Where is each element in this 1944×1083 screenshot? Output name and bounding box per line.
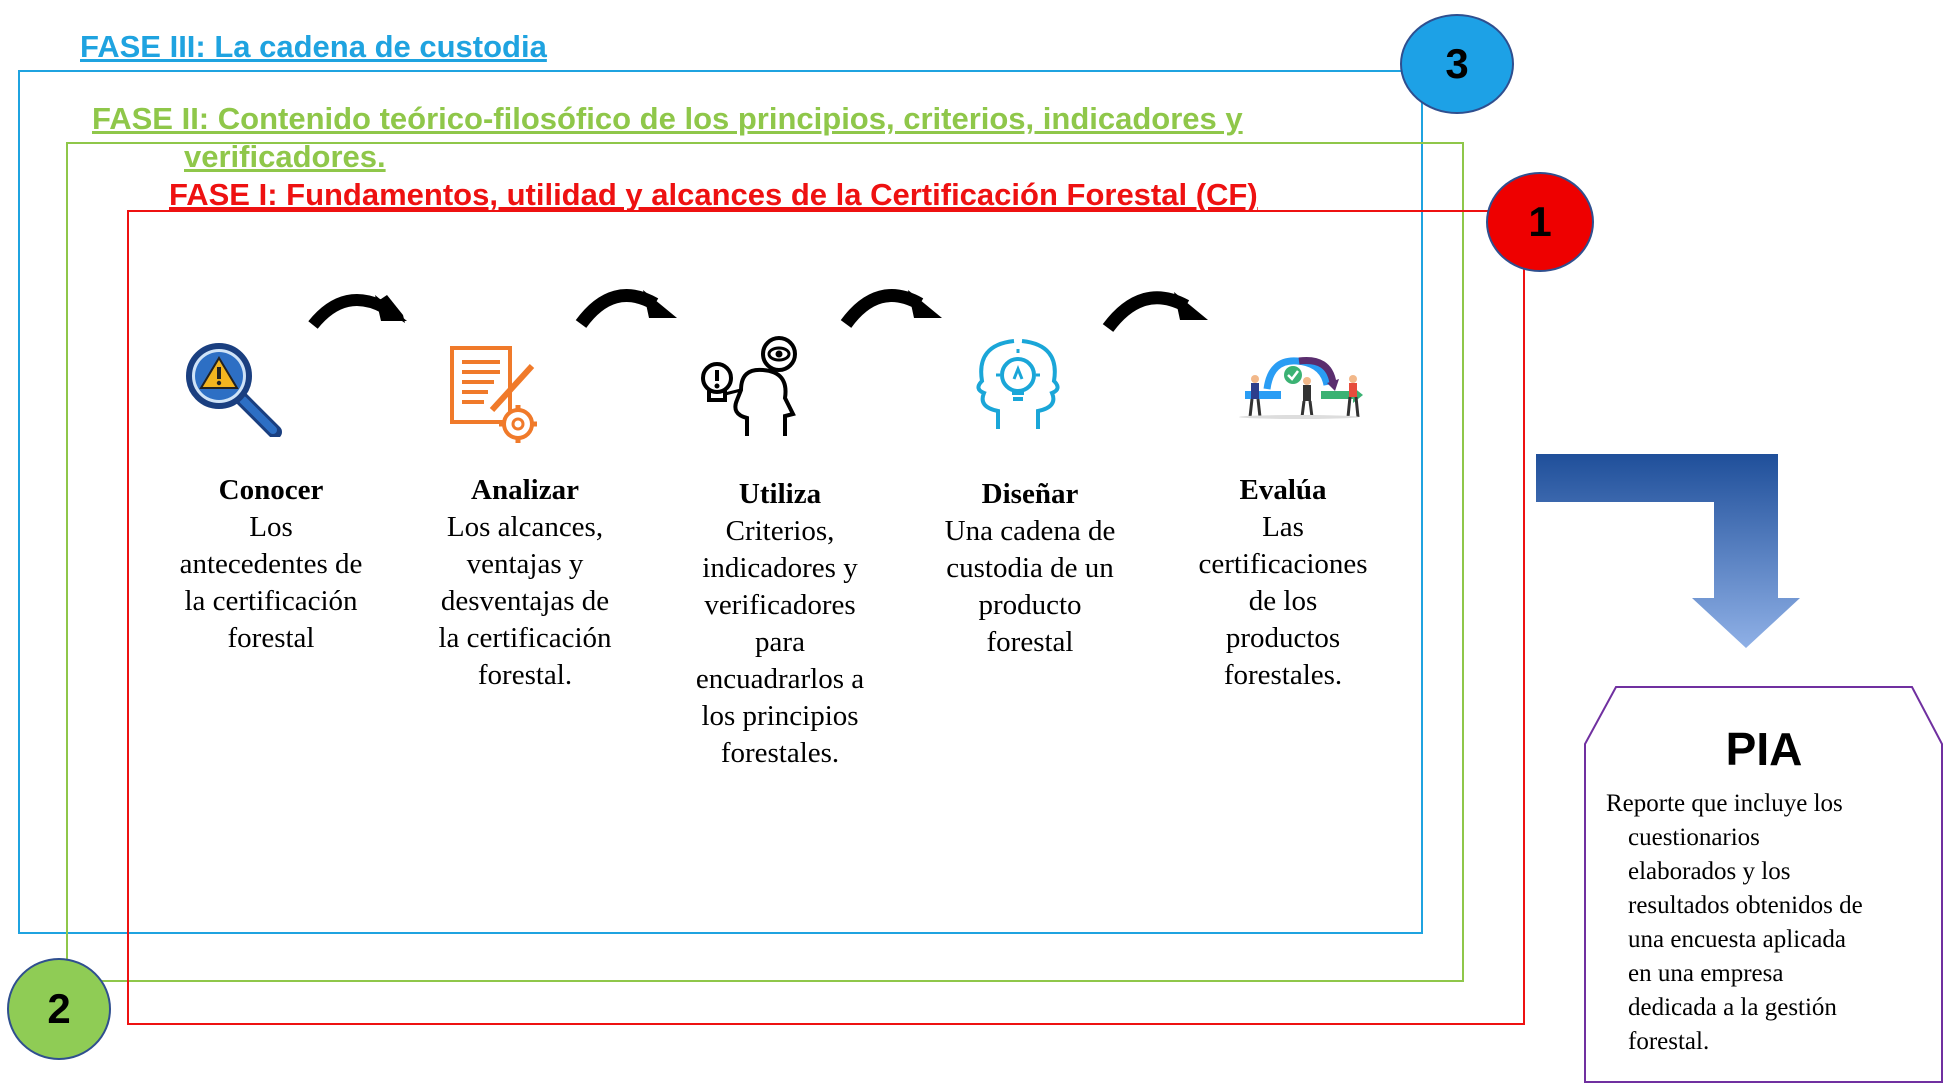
pia-text-line: resultados obtenidos de	[1628, 892, 1863, 919]
step-desc-line: Criterios,	[725, 515, 835, 547]
step-title: Diseñar	[981, 478, 1079, 510]
step-analizar: Analizar Los alcances, ventajas y desven…	[415, 472, 635, 694]
step-disenar: Diseñar Una cadena de custodia de un pro…	[925, 476, 1135, 661]
magnifier-warning-icon	[186, 343, 282, 437]
phase1-title: FASE I: Fundamentos, utilidad y alcances…	[169, 177, 1258, 212]
phase3-frame	[18, 70, 1423, 934]
step-title: Utiliza	[738, 478, 822, 510]
step-desc-line: Los alcances,	[446, 511, 604, 543]
curved-arrow-icon	[575, 289, 677, 328]
curved-arrow-icon	[1102, 291, 1208, 333]
heads-lightbulb-icon	[976, 339, 1060, 429]
phase2-title-cont: verificadores.	[184, 139, 386, 174]
step-desc-line: producto	[978, 589, 1082, 621]
step-desc-line: verificadores	[704, 589, 856, 621]
pia-text-line: elaborados y los	[1628, 858, 1791, 885]
phase2-title: FASE II: Contenido teórico-filosófico de…	[92, 100, 1243, 138]
phase2-frame	[66, 142, 1464, 982]
curved-arrow-icon	[308, 294, 407, 329]
phase2-title-line1: FASE II: Contenido teórico-filosófico de…	[92, 101, 1243, 136]
phase1-frame	[127, 210, 1525, 1025]
step-desc-line: la certificación	[184, 585, 358, 617]
step-desc-line: certificaciones	[1198, 548, 1368, 580]
pia-text-line: cuestionarios	[1628, 824, 1760, 851]
step-desc-line: Una cadena de	[944, 515, 1116, 547]
team-cycle-icon	[1239, 356, 1363, 419]
step-desc-line: forestal.	[477, 659, 573, 691]
phase3-title: FASE III: La cadena de custodia	[80, 29, 547, 64]
step-desc-line: la certificación	[438, 622, 612, 654]
step-desc-line: los principios	[701, 700, 859, 732]
step-desc-line: para	[755, 626, 805, 658]
pia-text-line: forestal.	[1628, 1028, 1710, 1055]
phase3-badge: 3	[1400, 14, 1514, 114]
step-utiliza: Utiliza Criterios, indicadores y verific…	[675, 476, 885, 772]
step-desc-line: Las	[1262, 511, 1304, 543]
step-desc-line: forestal	[227, 622, 315, 654]
step-desc-line: custodia de un	[946, 552, 1114, 584]
step-desc-line: productos	[1225, 622, 1341, 654]
bent-down-arrow-icon	[1536, 454, 1800, 648]
pia-text-line: una encuesta aplicada	[1628, 926, 1846, 953]
step-desc-line: forestales.	[1223, 659, 1343, 691]
step-desc-line: desventajas de	[440, 585, 610, 617]
step-desc-line: ventajas y	[466, 548, 584, 580]
step-conocer: Conocer Los antecedentes de la certifica…	[166, 472, 376, 657]
step-desc-line: forestales.	[720, 737, 840, 769]
step-desc-line: encuadrarlos a	[695, 663, 865, 695]
step-desc-line: antecedentes de	[179, 548, 363, 580]
step-desc-line: de los	[1248, 585, 1318, 617]
step-desc-line: indicadores y	[702, 552, 858, 584]
pia-description: Reporte que incluye los cuestionarios el…	[1606, 787, 1936, 1059]
pia-text-line: Reporte que incluye los	[1606, 790, 1843, 817]
step-title: Evalúa	[1239, 474, 1327, 506]
phase1-badge: 1	[1486, 172, 1594, 272]
head-eye-bulb-icon	[701, 336, 797, 436]
pia-title: PIA	[1725, 723, 1803, 775]
curved-arrow-icon	[840, 289, 942, 328]
step-desc-line: Los	[249, 511, 293, 543]
pia-text-line: en una empresa	[1628, 960, 1784, 987]
phase2-badge: 2	[7, 958, 111, 1060]
step-title: Analizar	[471, 474, 579, 506]
step-evalua: Evalúa Las certificaciones de los produc…	[1178, 472, 1388, 694]
step-title: Conocer	[218, 474, 324, 506]
pia-text-line: dedicada a la gestión	[1628, 994, 1837, 1021]
document-gear-icon	[450, 346, 537, 443]
step-desc-line: forestal	[986, 626, 1074, 658]
pia-box	[1584, 686, 1943, 1083]
